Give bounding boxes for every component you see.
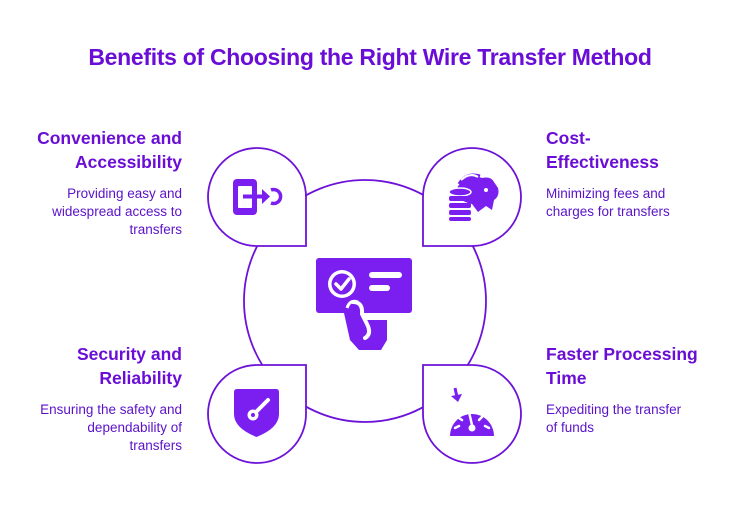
benefit-description: Providing easy and widespread access to … xyxy=(52,186,182,237)
benefit-heading: Cost- Effectiveness xyxy=(546,128,659,172)
benefit-heading: Security and Reliability xyxy=(76,344,182,388)
benefit-heading: Faster Processing Time xyxy=(546,344,698,388)
benefit-security: Security and Reliability Ensuring the sa… xyxy=(0,342,182,455)
benefit-faster-processing: Faster Processing Time Expediting the tr… xyxy=(546,342,736,437)
petal-bottom-right xyxy=(422,364,522,464)
shield-key-icon xyxy=(234,389,279,437)
touch-selection-card-icon xyxy=(316,258,412,350)
diagram-title: Benefits of Choosing the Right Wire Tran… xyxy=(88,44,652,70)
mobile-transfer-icon xyxy=(233,179,283,215)
benefit-description: Expediting the transfer of funds xyxy=(546,402,682,435)
speedometer-icon xyxy=(450,387,494,436)
benefit-cost-effectiveness: Cost- Effectiveness Minimizing fees and … xyxy=(546,126,736,221)
piggy-bank-coins-icon xyxy=(448,173,499,221)
benefit-description: Minimizing fees and charges for transfer… xyxy=(546,186,670,219)
benefit-heading: Convenience and Accessibility xyxy=(37,128,182,172)
benefit-convenience: Convenience and Accessibility Providing … xyxy=(0,126,182,239)
benefit-description: Ensuring the safety and dependability of… xyxy=(40,402,182,453)
